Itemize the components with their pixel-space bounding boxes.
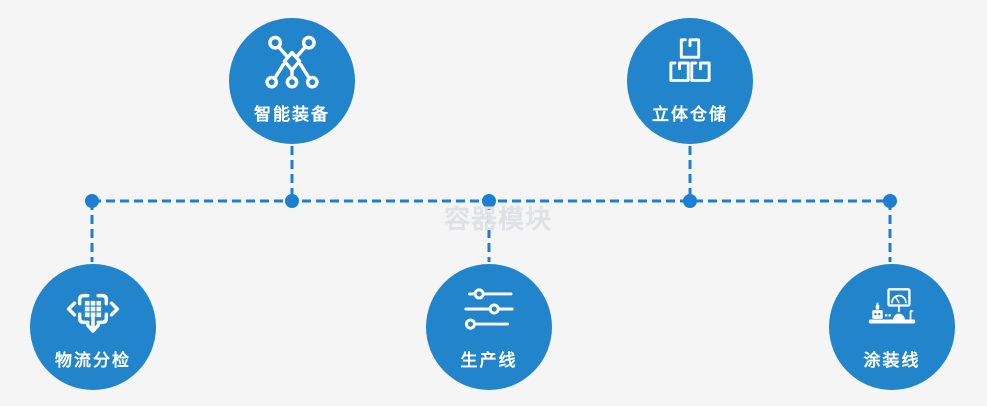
node-circle — [829, 264, 955, 390]
node-circle — [229, 18, 355, 144]
node-sorting: 物流分检 — [30, 264, 156, 390]
network-nodes-icon — [261, 32, 323, 94]
node-smart-equipment: 智能装备 — [229, 18, 355, 144]
junction-dot — [85, 194, 99, 208]
junction-dot — [482, 194, 496, 208]
junction-dot — [683, 194, 697, 208]
node-label: 物流分检 — [55, 351, 131, 370]
control-station-icon — [861, 278, 923, 340]
sorting-arrows-icon — [62, 278, 124, 340]
junction-dot — [883, 194, 897, 208]
node-circle — [426, 264, 552, 390]
node-label: 生产线 — [460, 351, 518, 370]
junction-dot — [285, 194, 299, 208]
stacked-boxes-icon — [659, 32, 721, 94]
node-label: 智能装备 — [254, 105, 330, 124]
watermark-text: 容器模块 — [443, 204, 552, 234]
node-painting: 涂装线 — [829, 264, 955, 390]
sliders-icon — [458, 278, 520, 340]
node-warehouse: 立体仓储 — [627, 18, 753, 144]
node-label: 涂装线 — [863, 351, 921, 370]
node-production: 生产线 — [426, 264, 552, 390]
node-label: 立体仓储 — [652, 105, 728, 124]
